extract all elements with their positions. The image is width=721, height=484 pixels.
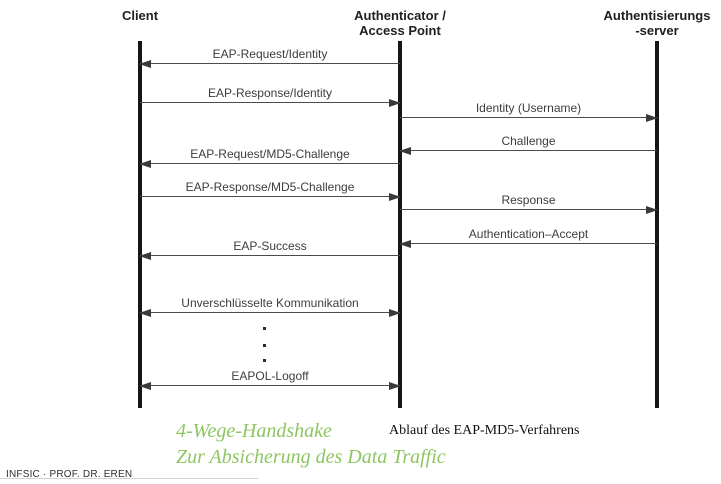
handshake-note-line1: 4-Wege-Handshake — [176, 420, 332, 442]
arrowhead-right-icon — [646, 206, 658, 214]
message-row: Authentication–Accept — [399, 226, 657, 248]
message-label: EAP-Request/Identity — [212, 47, 328, 61]
message-arrow-line — [140, 385, 400, 386]
message-arrow-line — [140, 163, 400, 164]
message-label: EAPOL-Logoff — [231, 369, 309, 383]
footer-credit: INFSIC · PROF. DR. EREN — [6, 469, 133, 480]
message-label: Identity (Username) — [475, 101, 582, 115]
arrowhead-left-icon — [139, 60, 151, 68]
ellipsis-dot — [263, 344, 266, 347]
message-label: Authentication–Accept — [468, 227, 589, 241]
lifeline-authenticator — [398, 41, 402, 408]
message-arrow-line — [400, 209, 657, 210]
lifeline-server — [655, 41, 659, 408]
message-label: Unverschlüsselte Kommunikation — [181, 296, 359, 310]
ellipsis-dot — [263, 327, 266, 330]
arrowhead-left-icon — [399, 240, 411, 248]
ellipsis-dot — [263, 359, 266, 362]
arrowhead-right-icon — [389, 99, 401, 107]
message-label: EAP-Response/Identity — [207, 86, 333, 100]
message-row: Challenge — [399, 133, 657, 155]
lifeline-client — [138, 41, 142, 408]
arrowhead-right-icon — [389, 193, 401, 201]
diagram-caption: Ablauf des EAP-MD5-Verfahrens — [389, 423, 580, 438]
arrowhead-right-icon — [646, 114, 658, 122]
message-arrow-line — [400, 243, 657, 244]
handshake-note-line2: Zur Absicherung des Data Traffic — [176, 446, 446, 468]
arrowhead-left-icon — [139, 382, 151, 390]
message-row: EAPOL-Logoff — [139, 368, 401, 390]
arrowhead-left-icon — [139, 252, 151, 260]
message-arrow-line — [400, 117, 657, 118]
arrowhead-right-icon — [389, 382, 401, 390]
message-row: EAP-Response/Identity — [140, 85, 401, 107]
message-row: EAP-Response/MD5-Challenge — [140, 179, 401, 201]
message-row: EAP-Success — [139, 238, 400, 260]
message-label: EAP-Success — [233, 239, 307, 253]
footer-divider — [0, 478, 258, 479]
message-arrow-line — [140, 63, 400, 64]
arrowhead-left-icon — [139, 160, 151, 168]
actor-label-authenticator: Authenticator / Access Point — [354, 8, 446, 38]
arrowhead-left-icon — [139, 309, 151, 317]
message-label: Response — [501, 193, 556, 207]
message-arrow-line — [400, 150, 657, 151]
message-arrow-line — [140, 312, 400, 313]
message-row: Unverschlüsselte Kommunikation — [139, 295, 401, 317]
message-label: Challenge — [501, 134, 556, 148]
message-arrow-line — [140, 196, 400, 197]
message-row: Response — [400, 192, 658, 214]
message-row: EAP-Request/MD5-Challenge — [139, 146, 400, 168]
arrowhead-left-icon — [399, 147, 411, 155]
message-row: Identity (Username) — [400, 100, 658, 122]
actor-label-client: Client — [121, 8, 159, 23]
message-row: EAP-Request/Identity — [139, 46, 400, 68]
message-label: EAP-Request/MD5-Challenge — [190, 147, 350, 161]
message-label: EAP-Response/MD5-Challenge — [185, 180, 355, 194]
message-arrow-line — [140, 255, 400, 256]
actor-label-server: Authentisierungs -server — [603, 8, 711, 38]
message-arrow-line — [140, 102, 400, 103]
arrowhead-right-icon — [389, 309, 401, 317]
